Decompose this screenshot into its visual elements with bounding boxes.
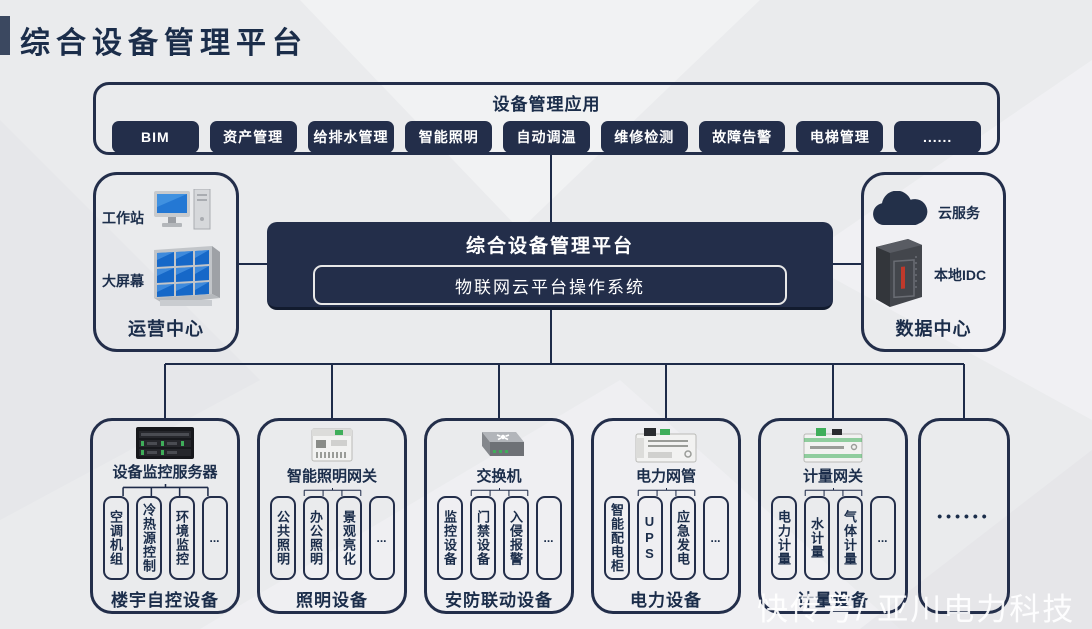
device-item: 智能配电柜	[603, 496, 630, 580]
page-title: 综合设备管理平台	[20, 27, 308, 60]
local-idc-label: 本地IDC	[934, 266, 987, 283]
group-more-devices: ••••••	[918, 418, 1010, 614]
title-accent-bar	[0, 16, 10, 55]
device-item: 办公照明	[302, 496, 329, 580]
group-power: 电力网管 智能配电柜 UPS 应急发电 ... 电力设备	[591, 418, 741, 614]
device-item-more: ...	[702, 496, 729, 580]
group-caption: 照明设备	[296, 591, 368, 610]
app-button-asset-mgmt[interactable]: 资产管理	[209, 121, 297, 153]
application-panel-title: 设备管理应用	[492, 95, 601, 114]
idc-server-icon	[870, 235, 928, 314]
group-metering: 计量网关 电力计量 水计量 气体计量 ... 计量设备	[758, 418, 908, 614]
app-button-auto-temp[interactable]: 自动调温	[503, 121, 590, 153]
data-center-caption: 数据中心	[895, 319, 972, 339]
application-panel: 设备管理应用 BIM 资产管理 给排水管理 智能照明 自动调温 维修检测 故障告…	[93, 82, 1000, 155]
iot-cloud-os-label: 物联网云平台操作系统	[455, 277, 645, 297]
gateway-label: 智能照明网关	[286, 468, 377, 485]
platform-title: 综合设备管理平台	[465, 236, 634, 257]
device-item: 环境监控	[168, 496, 195, 580]
device-item: 水计量	[803, 496, 830, 580]
device-item: 气体计量	[836, 496, 863, 580]
lighting-gateway-icon	[309, 426, 355, 464]
group-lighting: 智能照明网关 公共照明 办公照明 景观亮化 ... 照明设备	[257, 418, 407, 614]
device-item-more: ...	[535, 496, 562, 580]
app-button-maintenance[interactable]: 维修检测	[600, 121, 688, 153]
gateway-label: 设备监控服务器	[112, 464, 218, 481]
group-security: 交换机 监控设备 门禁设备 入侵报警 ... 安防联动设备	[424, 418, 574, 614]
app-button-water-supply[interactable]: 给排水管理	[307, 121, 395, 153]
group-caption: 安防联动设备	[445, 591, 553, 610]
group-caption: 计量设备	[797, 591, 869, 610]
more-devices-dots: ••••••	[937, 508, 991, 524]
gateway-label: 交换机	[476, 468, 522, 485]
watermark: 快传号/ 亚川电力科技	[757, 592, 1076, 627]
big-screen-label: 大屏幕	[102, 272, 144, 289]
platform-core-panel: 综合设备管理平台 物联网云平台操作系统	[267, 222, 833, 310]
device-item: UPS	[636, 496, 663, 580]
power-gateway-icon	[634, 426, 698, 464]
group-tree-connector	[804, 488, 862, 496]
device-item-more: ...	[869, 496, 896, 580]
app-button-more[interactable]: ......	[894, 121, 982, 153]
group-caption: 楼宇自控设备	[111, 591, 219, 610]
switch-icon	[470, 426, 528, 464]
group-caption: 电力设备	[630, 591, 702, 610]
operations-center-caption: 运营中心	[128, 319, 204, 339]
data-center-panel: 云服务 本地IDC 数据中心	[861, 172, 1006, 352]
device-item: 应急发电	[669, 496, 696, 580]
workstation-label: 工作站	[102, 209, 144, 226]
application-button-row: BIM 资产管理 给排水管理 智能照明 自动调温 维修检测 故障告警 电梯管理 …	[96, 115, 997, 153]
device-item: 电力计量	[770, 496, 797, 580]
device-item: 监控设备	[436, 496, 463, 580]
device-item: 空调机组	[102, 496, 129, 580]
device-item: 公共照明	[269, 496, 296, 580]
group-tree-connector	[637, 488, 695, 496]
cloud-service-label: 云服务	[938, 204, 980, 221]
cloud-icon	[870, 190, 932, 234]
monitoring-server-icon	[135, 426, 195, 460]
group-tree-connector	[121, 484, 209, 496]
metering-gateway-icon	[802, 426, 864, 464]
group-tree-connector	[303, 488, 361, 496]
group-building-automation: 设备监控服务器 空调机组 冷热源控制 环境监控 ... 楼宇自控设备	[90, 418, 240, 614]
device-item: 门禁设备	[469, 496, 496, 580]
operations-center-panel: 工作站 大屏幕	[93, 172, 239, 352]
device-item: 冷热源控制	[135, 496, 162, 580]
group-tree-connector	[470, 488, 528, 496]
app-button-elevator[interactable]: 电梯管理	[796, 121, 884, 153]
gateway-label: 电力网管	[635, 468, 696, 485]
app-button-smart-lighting[interactable]: 智能照明	[405, 121, 493, 153]
device-item-more: ...	[201, 496, 228, 580]
device-item-more: ...	[368, 496, 395, 580]
app-button-fault-alarm[interactable]: 故障告警	[698, 121, 786, 153]
video-wall-icon	[150, 246, 224, 315]
gateway-label: 计量网关	[802, 468, 863, 485]
workstation-icon	[150, 188, 216, 246]
app-button-bim[interactable]: BIM	[112, 121, 199, 153]
device-item: 景观亮化	[335, 496, 362, 580]
iot-cloud-os-box: 物联网云平台操作系统	[313, 265, 787, 305]
device-item: 入侵报警	[502, 496, 529, 580]
